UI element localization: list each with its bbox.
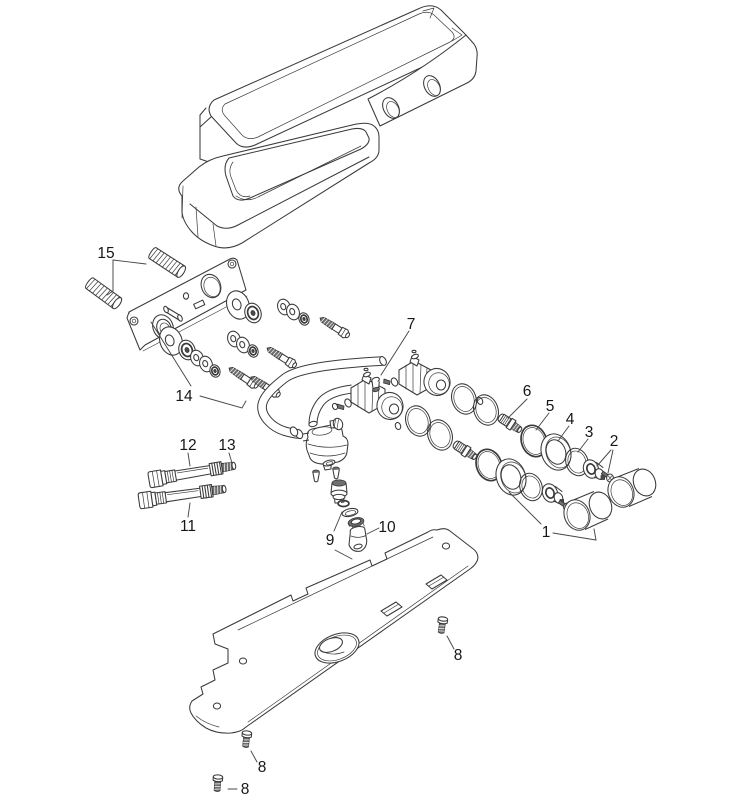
valve-units	[331, 349, 451, 421]
callout-10: 10	[378, 519, 396, 536]
callout-8-middle: 8	[258, 759, 267, 776]
callout-14: 14	[175, 388, 193, 405]
valve-unit-lower	[350, 367, 404, 421]
valve-side-screws	[331, 376, 399, 411]
handle-cascades	[394, 379, 657, 531]
valve-unit-upper	[398, 349, 451, 397]
base-plate	[189, 528, 479, 734]
callout-15: 15	[97, 245, 114, 262]
connection-hose-upper	[147, 457, 238, 489]
screw-8-left	[211, 774, 224, 793]
callouts: 15 14 7 6 5 4 3 2 1 12 13 11 9 10 8 8 8	[97, 245, 618, 798]
screw-8-middle	[240, 729, 253, 749]
callout-8-left: 8	[241, 781, 250, 798]
screw-8-right	[435, 615, 449, 635]
callout-1: 1	[542, 524, 551, 541]
sleeve-4	[490, 454, 532, 500]
spindle-upper	[497, 413, 523, 433]
leader-lines	[106, 259, 614, 790]
spindle-lower	[452, 440, 478, 460]
callout-11: 11	[180, 518, 196, 535]
connection-hoses	[137, 457, 238, 510]
callout-2: 2	[610, 433, 619, 450]
handle-knob-lower	[563, 491, 613, 531]
callout-3: 3	[585, 424, 594, 441]
adapter-upper	[582, 459, 605, 481]
callout-8-right: 8	[454, 647, 463, 664]
check-valve-cup	[330, 479, 348, 504]
callout-7: 7	[407, 316, 416, 333]
outlet-nozzle	[348, 525, 368, 552]
handle-knob-upper	[607, 468, 657, 508]
callout-9: 9	[326, 532, 335, 549]
threaded-stud-lower	[83, 276, 124, 311]
wall-plate-assembly	[83, 245, 352, 400]
callout-4: 4	[566, 411, 575, 428]
cover-body	[178, 5, 478, 249]
plug-screw-right	[332, 466, 340, 480]
callout-6: 6	[523, 383, 532, 400]
outlet-parts	[312, 459, 368, 552]
callout-13: 13	[218, 437, 235, 454]
threaded-stud-upper	[146, 245, 188, 280]
callout-12: 12	[179, 437, 196, 454]
manifold-body	[302, 417, 349, 471]
plug-screw-left	[312, 469, 320, 483]
pipe-and-manifold	[257, 356, 387, 552]
callout-5: 5	[546, 398, 555, 415]
